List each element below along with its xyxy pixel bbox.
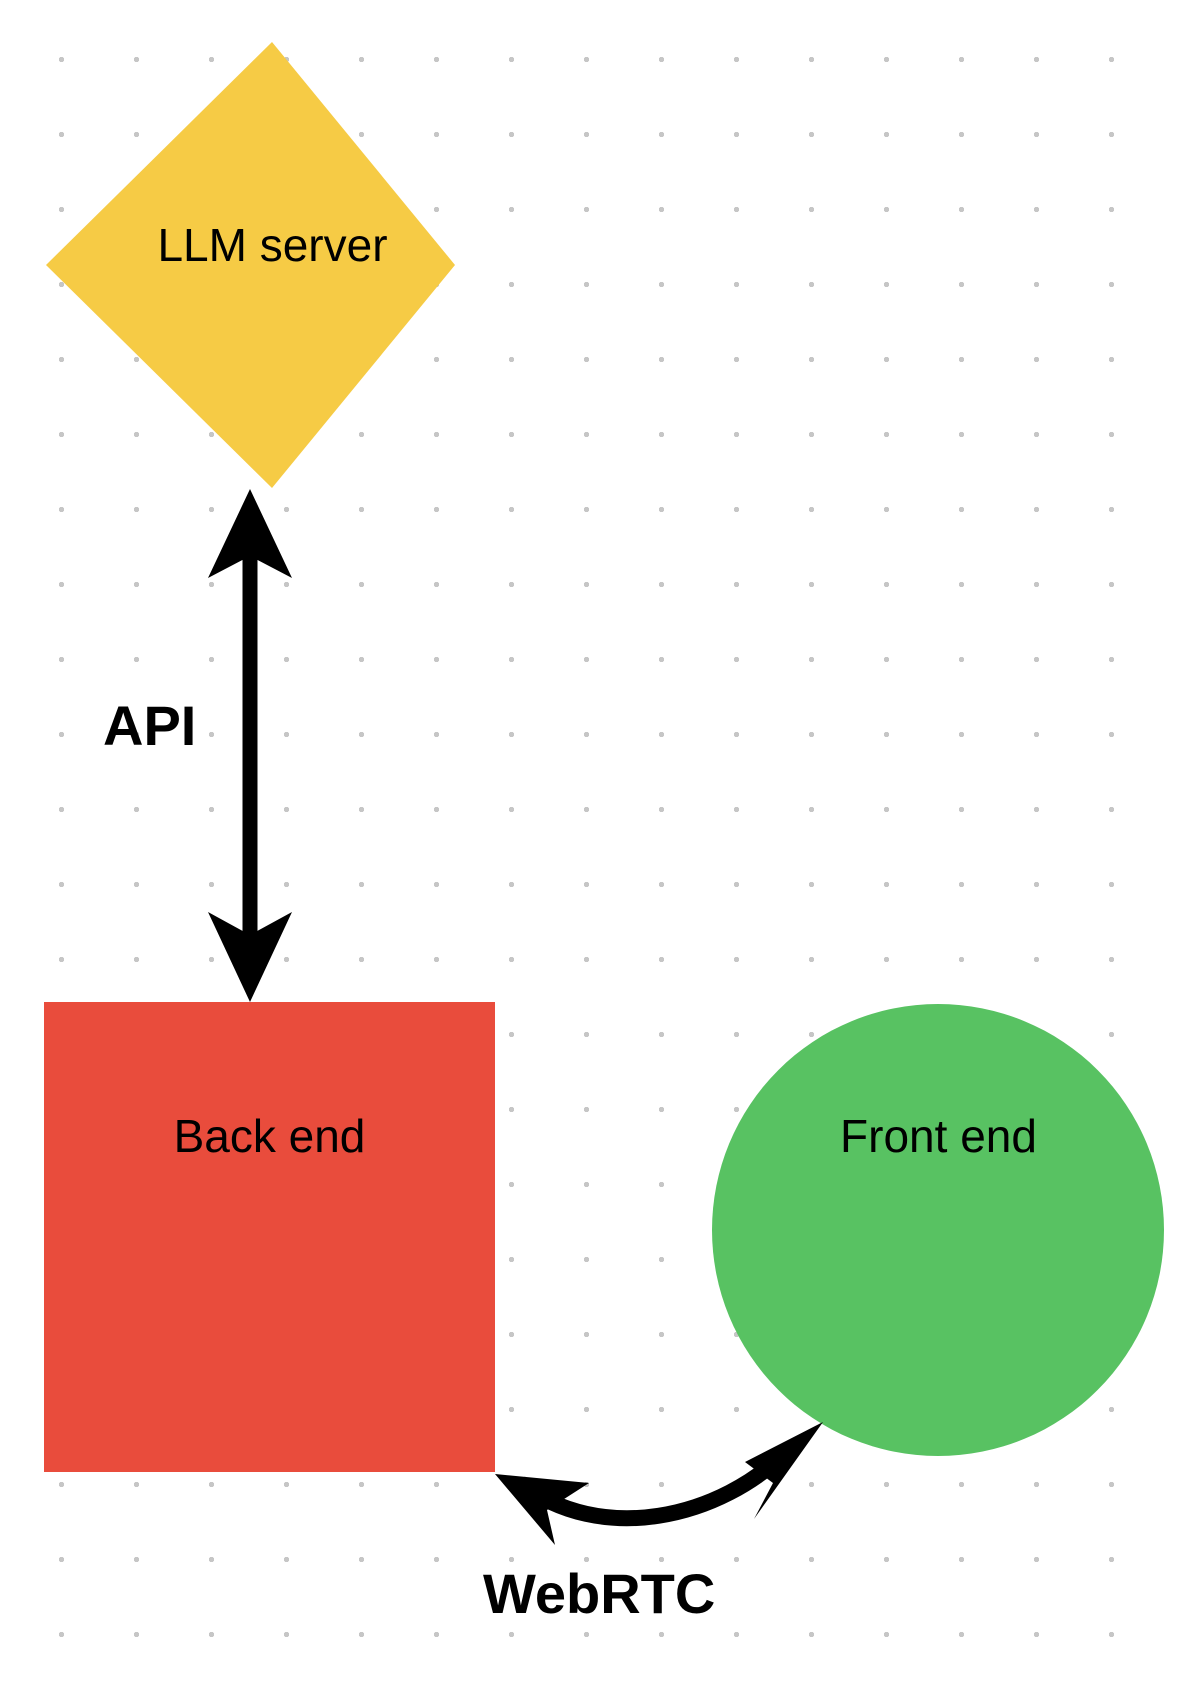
node-shape-front-end[interactable] bbox=[712, 1004, 1164, 1456]
edge-label-webrtc: WebRTC bbox=[483, 1562, 716, 1625]
node-label-llm-server: LLM server bbox=[157, 219, 388, 271]
arrowhead-up-icon bbox=[208, 489, 292, 578]
arrowhead-down-icon bbox=[208, 912, 292, 1002]
arrowhead-right-icon bbox=[745, 1422, 823, 1519]
node-shape-back-end[interactable] bbox=[44, 1002, 495, 1472]
edge-api-arrow[interactable] bbox=[208, 489, 292, 1002]
node-label-back-end: Back end bbox=[173, 1110, 366, 1162]
edge-label-api: API bbox=[103, 694, 197, 757]
node-label-front-end: Front end bbox=[840, 1110, 1037, 1162]
arrowhead-left-icon bbox=[495, 1474, 589, 1545]
edge-webrtc-arrow[interactable] bbox=[495, 1422, 823, 1545]
